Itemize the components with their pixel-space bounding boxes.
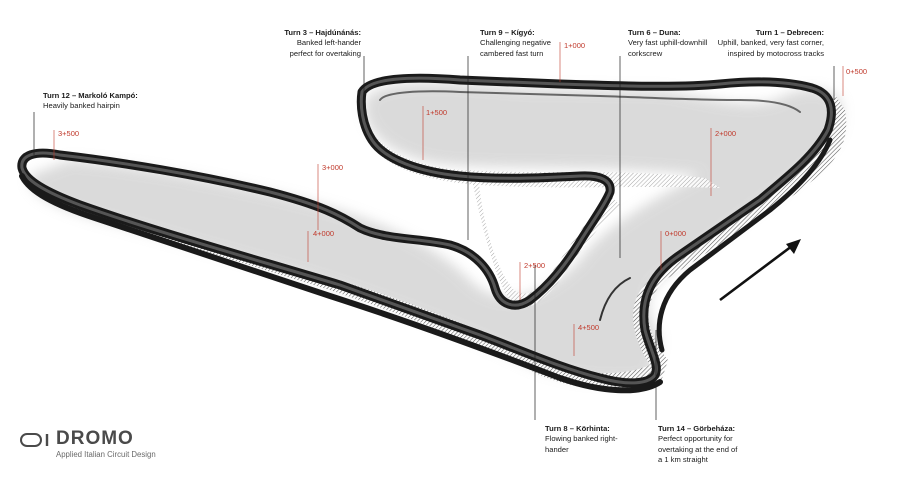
annotation-turn9: Turn 9 – Kígyó: Challenging negative cam… (480, 28, 551, 59)
annotation-desc: Flowing banked right- (545, 434, 618, 444)
marker-4500: 4+500 (578, 323, 599, 332)
annotation-desc: cambered fast turn (480, 48, 544, 58)
annotation-turn8: Turn 8 – Körhinta: Flowing banked right-… (545, 424, 618, 455)
annotation-desc: hander (545, 444, 569, 454)
annotation-desc: Very fast uphill-downhill (628, 38, 708, 48)
annotation-title: Turn 1 – Debrecen: (755, 28, 824, 37)
marker-4000: 4+000 (313, 229, 334, 238)
annotation-desc: corkscrew (628, 48, 663, 58)
annotation-turn14: Turn 14 – Görbeháza: Perfect opportunity… (658, 424, 737, 466)
marker-1000: 1+000 (564, 41, 585, 50)
marker-2000: 2+000 (715, 129, 736, 138)
annotation-desc: Uphill, banked, very fast corner, (717, 38, 824, 48)
annotation-turn6: Turn 6 – Duna: Very fast uphill-downhill… (628, 28, 707, 59)
annotation-desc: inspired by motocross tracks (727, 48, 824, 58)
annotation-desc: Perfect opportunity for (658, 434, 733, 444)
annotation-desc: Challenging negative (480, 38, 551, 48)
brand-name: DROMO (56, 428, 134, 449)
dromo-logo-mark-icon (20, 433, 49, 447)
distance-marker-ticks (53, 42, 844, 356)
annotation-title: Turn 6 – Duna: (628, 28, 681, 37)
annotation-title: Turn 12 – Markoló Kampó: (43, 91, 138, 100)
annotation-desc: perfect for overtaking (289, 48, 361, 58)
annotation-turn1: Turn 1 – Debrecen: Uphill, banked, very … (700, 28, 824, 59)
annotation-title: Turn 8 – Körhinta: (545, 424, 610, 433)
brand-tagline: Applied Italian Circuit Design (56, 450, 156, 459)
annotation-desc: overtaking at the end of (658, 444, 738, 454)
marker-0000: 0+000 (665, 229, 686, 238)
annotation-title: Turn 9 – Kígyó: (480, 28, 535, 37)
marker-3000: 3+000 (322, 163, 343, 172)
track-outline (17, 73, 836, 394)
marker-3500: 3+500 (58, 129, 79, 138)
marker-0500: 0+500 (846, 67, 867, 76)
marker-1500: 1+500 (426, 108, 447, 117)
annotation-title: Turn 14 – Görbeháza: (658, 424, 736, 433)
annotation-desc: a 1 km straight (658, 455, 708, 465)
leader-lines (33, 56, 835, 420)
annotation-desc: Banked left-hander (296, 38, 361, 48)
direction-arrow-icon (719, 239, 801, 302)
annotation-title: Turn 3 – Hajdúnánás: (284, 28, 361, 37)
annotation-turn3: Turn 3 – Hajdúnánás: Banked left-hander … (280, 28, 361, 59)
annotation-turn12: Turn 12 – Markoló Kampó: Heavily banked … (43, 91, 138, 112)
annotation-desc: Heavily banked hairpin (43, 101, 120, 111)
marker-2500: 2+500 (524, 261, 545, 270)
